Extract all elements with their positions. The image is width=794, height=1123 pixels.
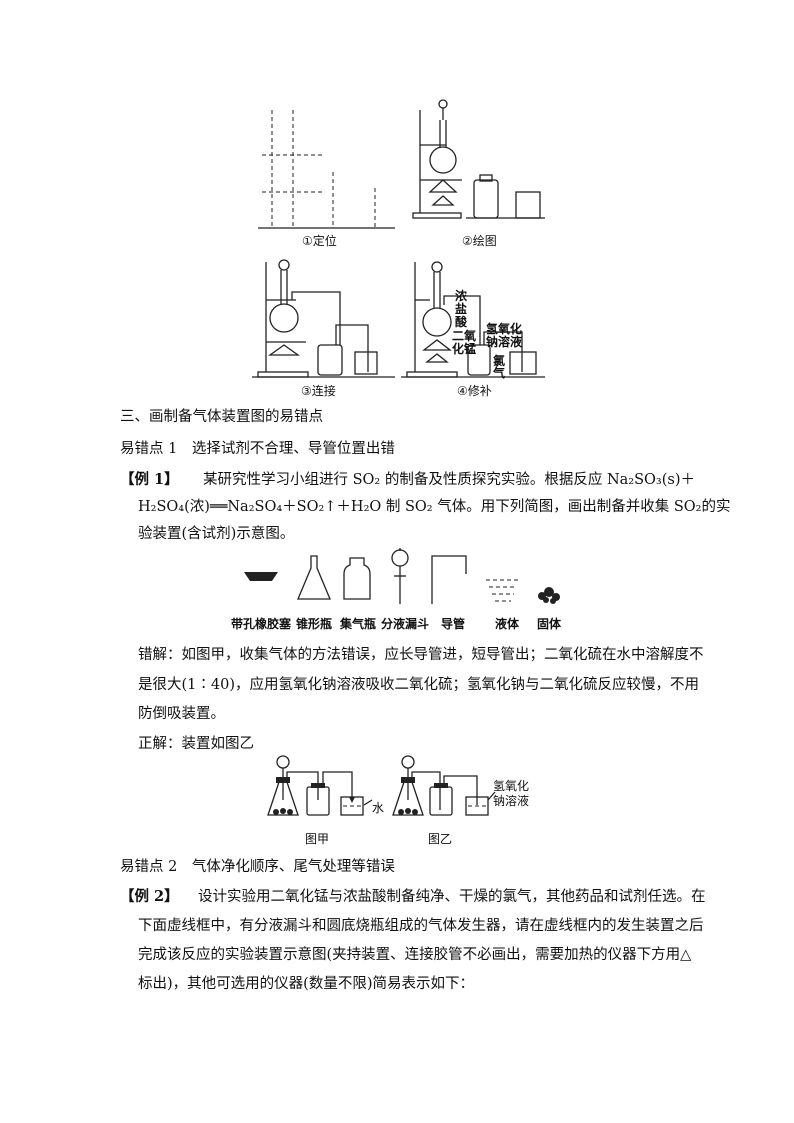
label-mno2-2: 化锰 <box>452 342 477 356</box>
label-hcl-3: 酸 <box>455 315 468 329</box>
label-cl2-1: 氯 <box>493 354 506 368</box>
label-funnel: 分液漏斗 <box>381 617 430 631</box>
example-1-label: 【例 1】 <box>120 471 179 488</box>
label-gas-bottle: 集气瓶 <box>340 617 377 631</box>
label-hcl-1: 浓 <box>455 289 468 303</box>
liquid-icon <box>486 579 520 602</box>
panel-drawing <box>412 99 545 219</box>
label-hcl-2: 盐 <box>455 302 468 316</box>
setup-comparison-figure <box>267 755 496 816</box>
solid-icon <box>538 587 560 604</box>
label-mno2-1: 二氧 <box>452 329 477 343</box>
caption-figure-a: 图甲 <box>305 832 330 846</box>
gas-bottle-icon <box>343 557 371 600</box>
panel-finishing <box>401 261 545 378</box>
error-point-1-title: 易错点 1 选择试剂不合理、导管位置出错 <box>120 441 395 457</box>
conical-flask-icon <box>297 555 331 600</box>
label-water: 水 <box>372 801 385 815</box>
wrong-answer-line3: 防倒吸装置。 <box>138 706 225 722</box>
example-2-line2: 下面虚线框中，有分液漏斗和圆底烧瓶组成的气体发生器，请在虚线框内的发生装置之后 <box>138 918 704 934</box>
label-naoh-mid-2: 钠溶液 <box>493 794 530 808</box>
apparatus-steps-figure <box>252 99 545 378</box>
tube-icon <box>431 555 467 604</box>
wrong-answer-line1: 错解：如图甲，收集气体的方法错误，应长导管进，短导管出；二氧化硫在水中溶解度不 <box>138 647 704 663</box>
figure-b <box>392 755 496 816</box>
example-2-line4: 标出)，其他可选用的仪器(数量不限)简易表示如下： <box>138 976 474 992</box>
panel-positioning <box>258 110 395 229</box>
label-stopper: 带孔橡胶塞 <box>231 617 292 631</box>
separatory-funnel-icon <box>391 548 409 604</box>
label-conical-flask: 锥形瓶 <box>296 617 333 631</box>
example-1-line3: 验装置(含试剂)示意图。 <box>138 526 295 542</box>
label-naoh-mid-1: 氢氧化 <box>493 779 530 793</box>
caption-figure-b: 图乙 <box>428 832 453 846</box>
stopper-icon <box>244 572 278 581</box>
panel-connecting <box>252 259 395 378</box>
example-2-line3: 完成该反应的实验装置示意图(夹持装置、连接胶管不必画出，需要加热的仪器下方用△ <box>138 947 692 963</box>
label-naoh-2: 钠溶液 <box>486 335 523 349</box>
example-2-line1: 设计实验用二氧化锰与浓盐酸制备纯净、干燥的氯气，其他药品和试剂任选。在 <box>198 889 706 905</box>
apparatus-icons <box>244 548 560 604</box>
caption-positioning: ①定位 <box>302 234 337 248</box>
label-cl2-2: 气 <box>493 366 506 380</box>
label-tube: 导管 <box>441 617 466 631</box>
caption-connecting: ③连接 <box>301 384 336 398</box>
example-1-line1: 某研究性学习小组进行 SO₂ 的制备及性质探究实验。根据反应 Na₂SO₃(s)… <box>203 472 695 488</box>
label-naoh-1: 氢氧化 <box>486 322 523 336</box>
label-solid: 固体 <box>537 617 562 631</box>
wrong-answer-line2: 是很大(1∶40)，应用氢氧化钠溶液吸收二氧化硫；氢氧化钠与二氧化硫反应较慢，不… <box>138 677 699 693</box>
section-title: 三、画制备气体装置图的易错点 <box>120 409 323 425</box>
error-point-2-title: 易错点 2 气体净化顺序、尾气处理等错误 <box>120 859 395 875</box>
correct-answer: 正解：装置如图乙 <box>138 736 254 752</box>
label-liquid: 液体 <box>495 617 520 631</box>
caption-finishing: ④修补 <box>457 384 492 398</box>
figure-a <box>267 755 373 816</box>
example-2-label: 【例 2】 <box>120 888 179 905</box>
caption-drawing: ②绘图 <box>462 234 497 248</box>
example-1-line2: H₂SO₄(浓)══Na₂SO₄＋SO₂↑＋H₂O 制 SO₂ 气体。用下列简图… <box>138 499 731 515</box>
